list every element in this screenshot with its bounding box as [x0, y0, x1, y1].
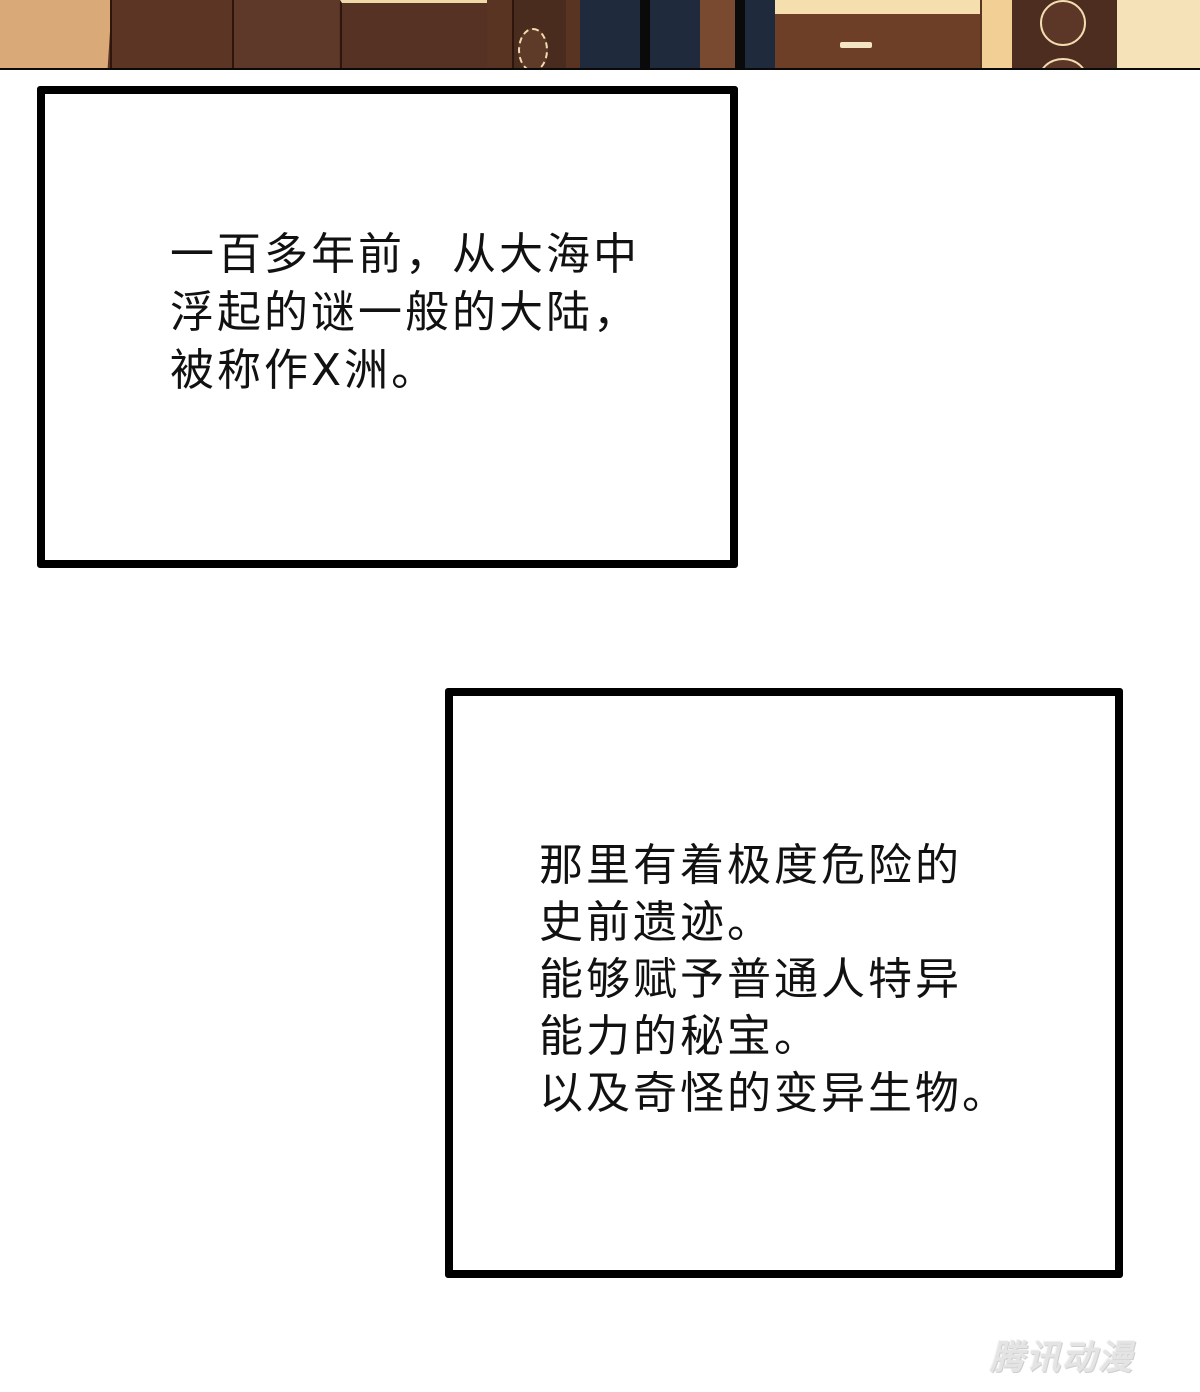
floor-area: [0, 0, 112, 70]
watermark-logo: 腾讯动漫: [990, 1338, 1134, 1378]
wood-panel: [232, 0, 339, 70]
leg-outline: [735, 0, 745, 70]
drawer-handle: [840, 42, 872, 48]
background-gap: [700, 0, 740, 70]
wall: [982, 0, 1012, 70]
speaker-cone-icon: [518, 28, 548, 70]
panel-border: [0, 68, 1200, 70]
speaker-right: [1012, 0, 1117, 70]
desk: [740, 0, 980, 70]
caption-box-1: 一百多年前，从大海中 浮起的谜一般的大陆， 被称作X洲。: [37, 86, 738, 568]
leg-outline: [640, 0, 650, 70]
wall-panel: [1117, 0, 1200, 70]
caption-text-2: 那里有着极度危险的 史前遗迹。 能够赋予普通人特异 能力的秘宝。 以及奇怪的变异…: [539, 840, 1009, 1119]
caption-box-2: 那里有着极度危险的 史前遗迹。 能够赋予普通人特异 能力的秘宝。 以及奇怪的变异…: [445, 688, 1123, 1278]
cabinet: [340, 0, 487, 70]
wood-panel: [110, 0, 232, 70]
speaker-left: [512, 0, 566, 70]
desk-top: [740, 0, 980, 14]
caption-text-1: 一百多年前，从大海中 浮起的谜一般的大陆， 被称作X洲。: [170, 229, 640, 396]
character-leg: [745, 0, 775, 70]
speaker-cone-icon: [1040, 0, 1086, 46]
comic-panel-top: [0, 0, 1200, 70]
